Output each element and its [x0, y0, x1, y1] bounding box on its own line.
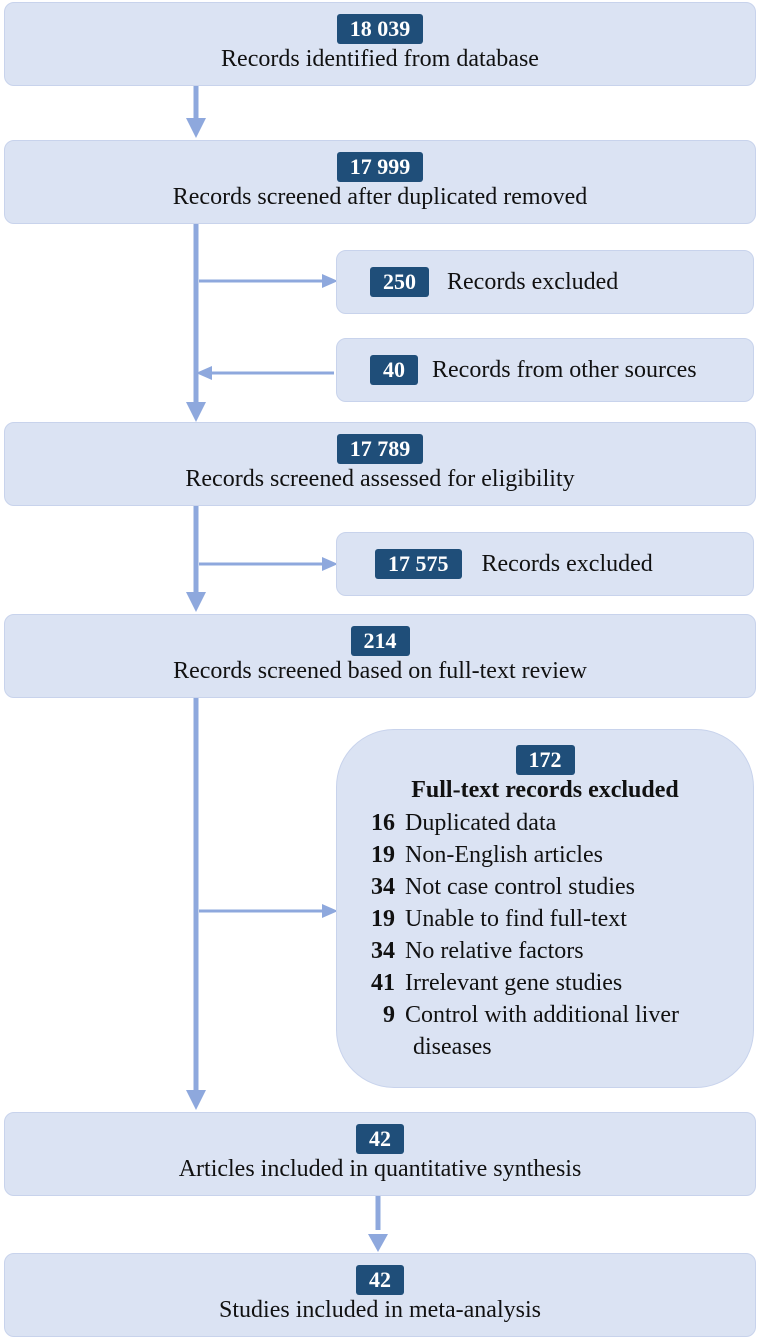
other-sources-box: 40 Records from other sources: [336, 338, 754, 402]
arrowhead-fulltext-excluded: [322, 904, 338, 918]
count-badge: 17 575: [375, 549, 462, 579]
reason-text: No relative factors: [405, 938, 584, 964]
reason-count: 16: [371, 810, 395, 836]
arrowhead-eligibility: [186, 402, 206, 422]
reason-text: Unable to find full-text: [405, 906, 627, 932]
count-badge: 40: [370, 355, 418, 385]
list-item: 41 Irrelevant gene studies: [337, 967, 753, 999]
box-title: Full-text records excluded: [411, 777, 679, 803]
reason-count: 19: [371, 906, 395, 932]
records-excluded-box: 250 Records excluded: [336, 250, 754, 314]
list-item: 34 Not case control studies: [337, 871, 753, 903]
list-item: 9 Control with additional liver: [337, 999, 753, 1031]
reason-count: 41: [371, 970, 395, 996]
arrowhead-screened: [186, 118, 206, 138]
reason-count: 34: [371, 938, 395, 964]
count-badge: 42: [356, 1265, 404, 1295]
arrowhead-meta: [368, 1234, 388, 1252]
reason-count: 34: [371, 874, 395, 900]
list-item: 19 Unable to find full-text: [337, 903, 753, 935]
count-badge: 42: [356, 1124, 404, 1154]
count-badge: 214: [350, 626, 410, 656]
quantitative-synthesis-box: 42 Articles included in quantitative syn…: [4, 1112, 756, 1196]
list-item: 19 Non-English articles: [337, 839, 753, 871]
box-label: Records excluded: [481, 550, 653, 577]
box-label: Records from other sources: [432, 356, 697, 383]
eligibility-box: 17 789 Records screened assessed for eli…: [4, 422, 756, 506]
box-label: Records identified from database: [221, 46, 539, 72]
box-label: Records screened assessed for eligibilit…: [185, 466, 575, 492]
records-identified-box: 18 039 Records identified from database: [4, 2, 756, 86]
reason-text: Control with additional liver: [405, 1002, 679, 1028]
box-label: Articles included in quantitative synthe…: [178, 1156, 582, 1182]
arrowhead-fulltext: [186, 592, 206, 612]
exclusion-reasons-list: 16 Duplicated data 19 Non-English articles…: [337, 807, 753, 1031]
box-label: Records screened after duplicated remove…: [172, 184, 588, 210]
reason-count: 19: [371, 842, 395, 868]
meta-analysis-box: 42 Studies included in meta-analysis: [4, 1253, 756, 1337]
count-badge: 172: [515, 745, 575, 775]
fulltext-review-box: 214 Records screened based on full-text …: [4, 614, 756, 698]
arrowhead-quantitative: [186, 1090, 206, 1110]
arrowhead-excluded-250: [322, 274, 338, 288]
count-badge: 17 789: [336, 434, 424, 464]
reason-text-continuation: diseases: [413, 1034, 492, 1060]
box-label: Records screened based on full-text revi…: [173, 658, 587, 684]
reason-text: Irrelevant gene studies: [405, 970, 623, 996]
reason-count: 9: [383, 1002, 395, 1028]
records-screened-box: 17 999 Records screened after duplicated…: [4, 140, 756, 224]
list-item: 16 Duplicated data: [337, 807, 753, 839]
fulltext-excluded-box: 172 Full-text records excluded 16 Duplica…: [336, 729, 754, 1088]
reason-text: Non-English articles: [405, 842, 603, 868]
arrowhead-other-sources: [196, 366, 212, 380]
count-badge: 18 039: [336, 14, 424, 44]
box-label: Records excluded: [447, 268, 619, 295]
box-label: Studies included in meta-analysis: [219, 1297, 541, 1323]
count-badge: 250: [370, 267, 429, 297]
list-item: 34 No relative factors: [337, 935, 753, 967]
records-excluded-box-2: 17 575 Records excluded: [336, 532, 754, 596]
reason-text: Not case control studies: [405, 874, 635, 900]
count-badge: 17 999: [336, 152, 424, 182]
arrowhead-excluded-17575: [322, 557, 338, 571]
reason-text: Duplicated data: [405, 810, 557, 836]
